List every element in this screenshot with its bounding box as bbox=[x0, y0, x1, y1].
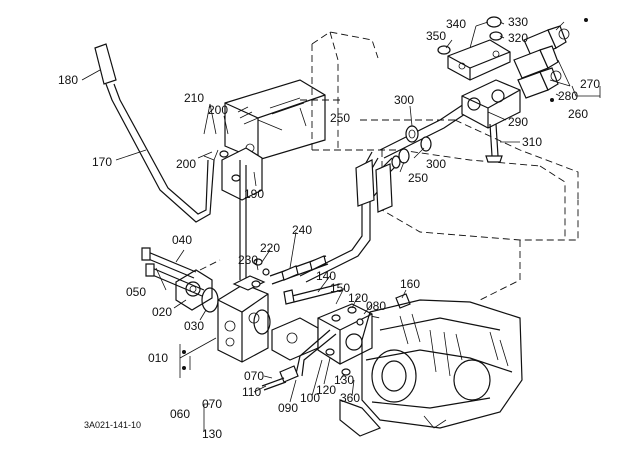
valve-cover-box bbox=[224, 79, 326, 161]
leader-lines bbox=[81, 21, 600, 403]
callout-320: 320 bbox=[508, 31, 528, 45]
callout-250: 250 bbox=[330, 111, 350, 125]
callout-180: 180 bbox=[58, 73, 78, 87]
hydraulic-pipes bbox=[269, 99, 475, 285]
callout-190: 190 bbox=[244, 187, 264, 201]
callout-160: 160 bbox=[400, 277, 420, 291]
callout-220: 220 bbox=[260, 241, 280, 255]
callout-080: 080 bbox=[366, 299, 386, 313]
callout-110: 110 bbox=[242, 385, 261, 399]
bracket-marks bbox=[179, 17, 601, 432]
callout-200: 200 bbox=[176, 157, 196, 171]
callout-170: 170 bbox=[92, 155, 112, 169]
callout-090: 090 bbox=[278, 401, 298, 415]
callout-120: 120 bbox=[316, 383, 336, 397]
callout-280: 280 bbox=[558, 89, 578, 103]
bolt-140 bbox=[283, 283, 343, 305]
callout-300: 300 bbox=[394, 93, 414, 107]
callout-130: 130 bbox=[202, 427, 222, 441]
callout-360: 360 bbox=[340, 391, 360, 405]
lever-assembly bbox=[94, 43, 219, 223]
callout-040: 040 bbox=[172, 233, 192, 247]
callout-100: 100 bbox=[300, 391, 320, 405]
callout-200: 200 bbox=[208, 103, 228, 117]
lower-bracket bbox=[271, 303, 373, 377]
callout-labels: 180 170 210 200 200 190 220 230 240 040 … bbox=[58, 15, 600, 441]
callout-210: 210 bbox=[184, 91, 204, 105]
callout-230: 230 bbox=[238, 253, 258, 267]
callout-010: 010 bbox=[148, 351, 168, 365]
callout-290: 290 bbox=[508, 115, 528, 129]
o-ring-lower bbox=[253, 309, 271, 335]
bolts-040-050 bbox=[141, 247, 205, 297]
bolt-310 bbox=[485, 123, 503, 163]
lever-knob bbox=[94, 43, 117, 85]
callout-350: 350 bbox=[426, 29, 446, 43]
callout-130: 130 bbox=[334, 373, 354, 387]
coupler-block bbox=[461, 79, 521, 129]
bracket-340 bbox=[447, 39, 511, 81]
flange-plate bbox=[175, 269, 271, 335]
callout-250: 250 bbox=[408, 171, 428, 185]
o-ring bbox=[201, 287, 219, 313]
callout-120: 120 bbox=[348, 291, 368, 305]
callout-020: 020 bbox=[152, 305, 172, 319]
callout-140: 140 bbox=[316, 269, 336, 283]
callout-260: 260 bbox=[568, 107, 588, 121]
callout-050: 050 bbox=[126, 285, 146, 299]
callout-240: 240 bbox=[292, 223, 312, 237]
callout-330: 330 bbox=[508, 15, 528, 29]
callout-310: 310 bbox=[522, 135, 542, 149]
callout-300: 300 bbox=[426, 157, 446, 171]
callout-030: 030 bbox=[184, 319, 204, 333]
callout-070: 070 bbox=[202, 397, 222, 411]
quick-couplers-280 bbox=[513, 25, 570, 99]
nuts-320-330 bbox=[437, 16, 503, 55]
callout-070: 070 bbox=[244, 369, 264, 383]
callout-060: 060 bbox=[170, 407, 190, 421]
callout-340: 340 bbox=[446, 17, 466, 31]
callout-270: 270 bbox=[580, 77, 600, 91]
drawing-code: 3A021-141-10 bbox=[84, 420, 141, 430]
transmission-housing bbox=[339, 299, 523, 437]
callout-150: 150 bbox=[330, 281, 350, 295]
